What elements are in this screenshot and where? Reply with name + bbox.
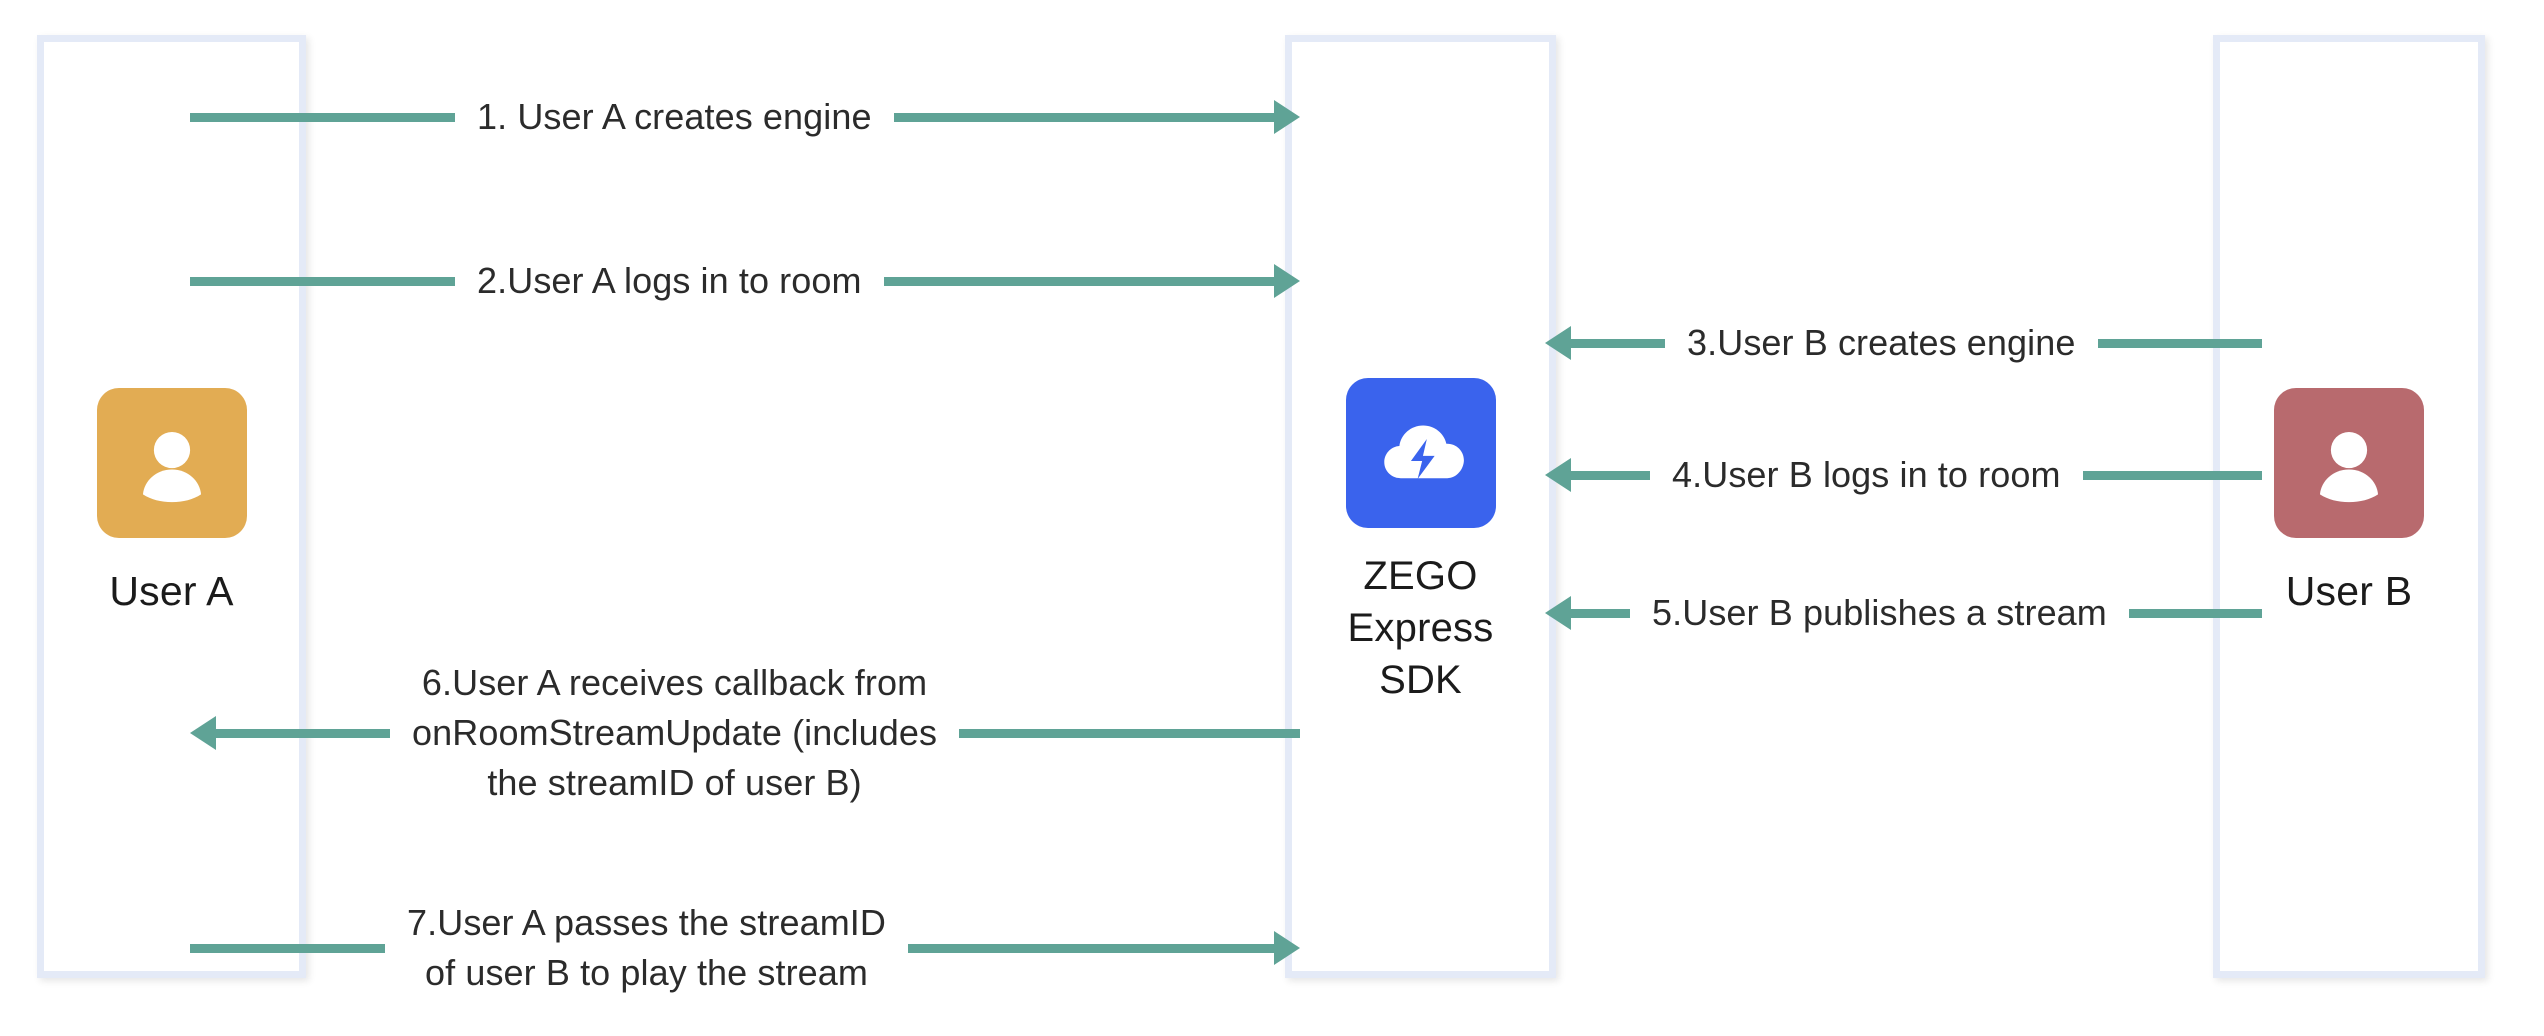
message-arrow-6: 6.User A receives callback from onRoomSt… bbox=[190, 658, 1300, 808]
arrow-head-left-icon bbox=[1545, 596, 1571, 630]
arrow-line-segment bbox=[190, 276, 455, 286]
message-arrow-1: 1. User A creates engine bbox=[190, 92, 1300, 142]
message-arrow-3: 3.User B creates engine bbox=[1545, 318, 2262, 368]
message-label-3: 3.User B creates engine bbox=[1687, 322, 2076, 363]
message-arrow-2: 2.User A logs in to room bbox=[190, 256, 1300, 306]
message-arrow-7: 7.User A passes the streamID of user B t… bbox=[190, 898, 1300, 998]
arrow-line-segment bbox=[959, 728, 1300, 738]
arrow-head-right-icon bbox=[1274, 931, 1300, 965]
message-label-7: 7.User A passes the streamID of user B t… bbox=[407, 902, 887, 993]
user-avatar-icon-b bbox=[2274, 388, 2424, 538]
arrow-line-segment bbox=[2097, 338, 2262, 348]
arrow-line-segment bbox=[1570, 608, 1630, 618]
message-label-4: 4.User B logs in to room bbox=[1672, 454, 2061, 495]
arrow-line-segment bbox=[2128, 608, 2262, 618]
arrow-line-segment bbox=[190, 943, 385, 953]
actor-label-zego-sdk: ZEGO Express SDK bbox=[1347, 554, 1494, 702]
arrow-head-left-icon bbox=[1545, 458, 1571, 492]
arrow-line-segment bbox=[2082, 470, 2262, 480]
actor-label-user-b: User B bbox=[2285, 568, 2413, 614]
arrow-line-segment bbox=[1570, 338, 1665, 348]
actor-label-user-a: User A bbox=[109, 568, 234, 614]
message-label-5: 5.User B publishes a stream bbox=[1652, 592, 2107, 633]
message-arrow-5: 5.User B publishes a stream bbox=[1545, 588, 2262, 638]
arrow-line-segment bbox=[893, 112, 1275, 122]
message-label-6: 6.User A receives callback from onRoomSt… bbox=[412, 662, 938, 803]
arrow-head-right-icon bbox=[1274, 100, 1300, 134]
arrow-line-segment bbox=[908, 943, 1275, 953]
arrow-line-segment bbox=[190, 112, 455, 122]
arrow-line-segment bbox=[883, 276, 1275, 286]
message-arrow-4: 4.User B logs in to room bbox=[1545, 450, 2262, 500]
arrow-head-left-icon bbox=[190, 716, 216, 750]
arrow-head-right-icon bbox=[1274, 264, 1300, 298]
user-avatar-icon-a bbox=[96, 388, 247, 538]
actor-user-b: User B bbox=[2213, 388, 2485, 618]
arrow-head-left-icon bbox=[1545, 326, 1571, 360]
actor-zego-express-sdk: ZEGO Express SDK bbox=[1285, 378, 1556, 706]
arrow-line-segment bbox=[215, 728, 390, 738]
actor-user-a: User A bbox=[37, 388, 306, 618]
message-label-2: 2.User A logs in to room bbox=[477, 260, 862, 301]
arrow-line-segment bbox=[1570, 470, 1650, 480]
message-label-1: 1. User A creates engine bbox=[477, 96, 872, 137]
zego-cloud-bolt-icon bbox=[1345, 378, 1496, 528]
